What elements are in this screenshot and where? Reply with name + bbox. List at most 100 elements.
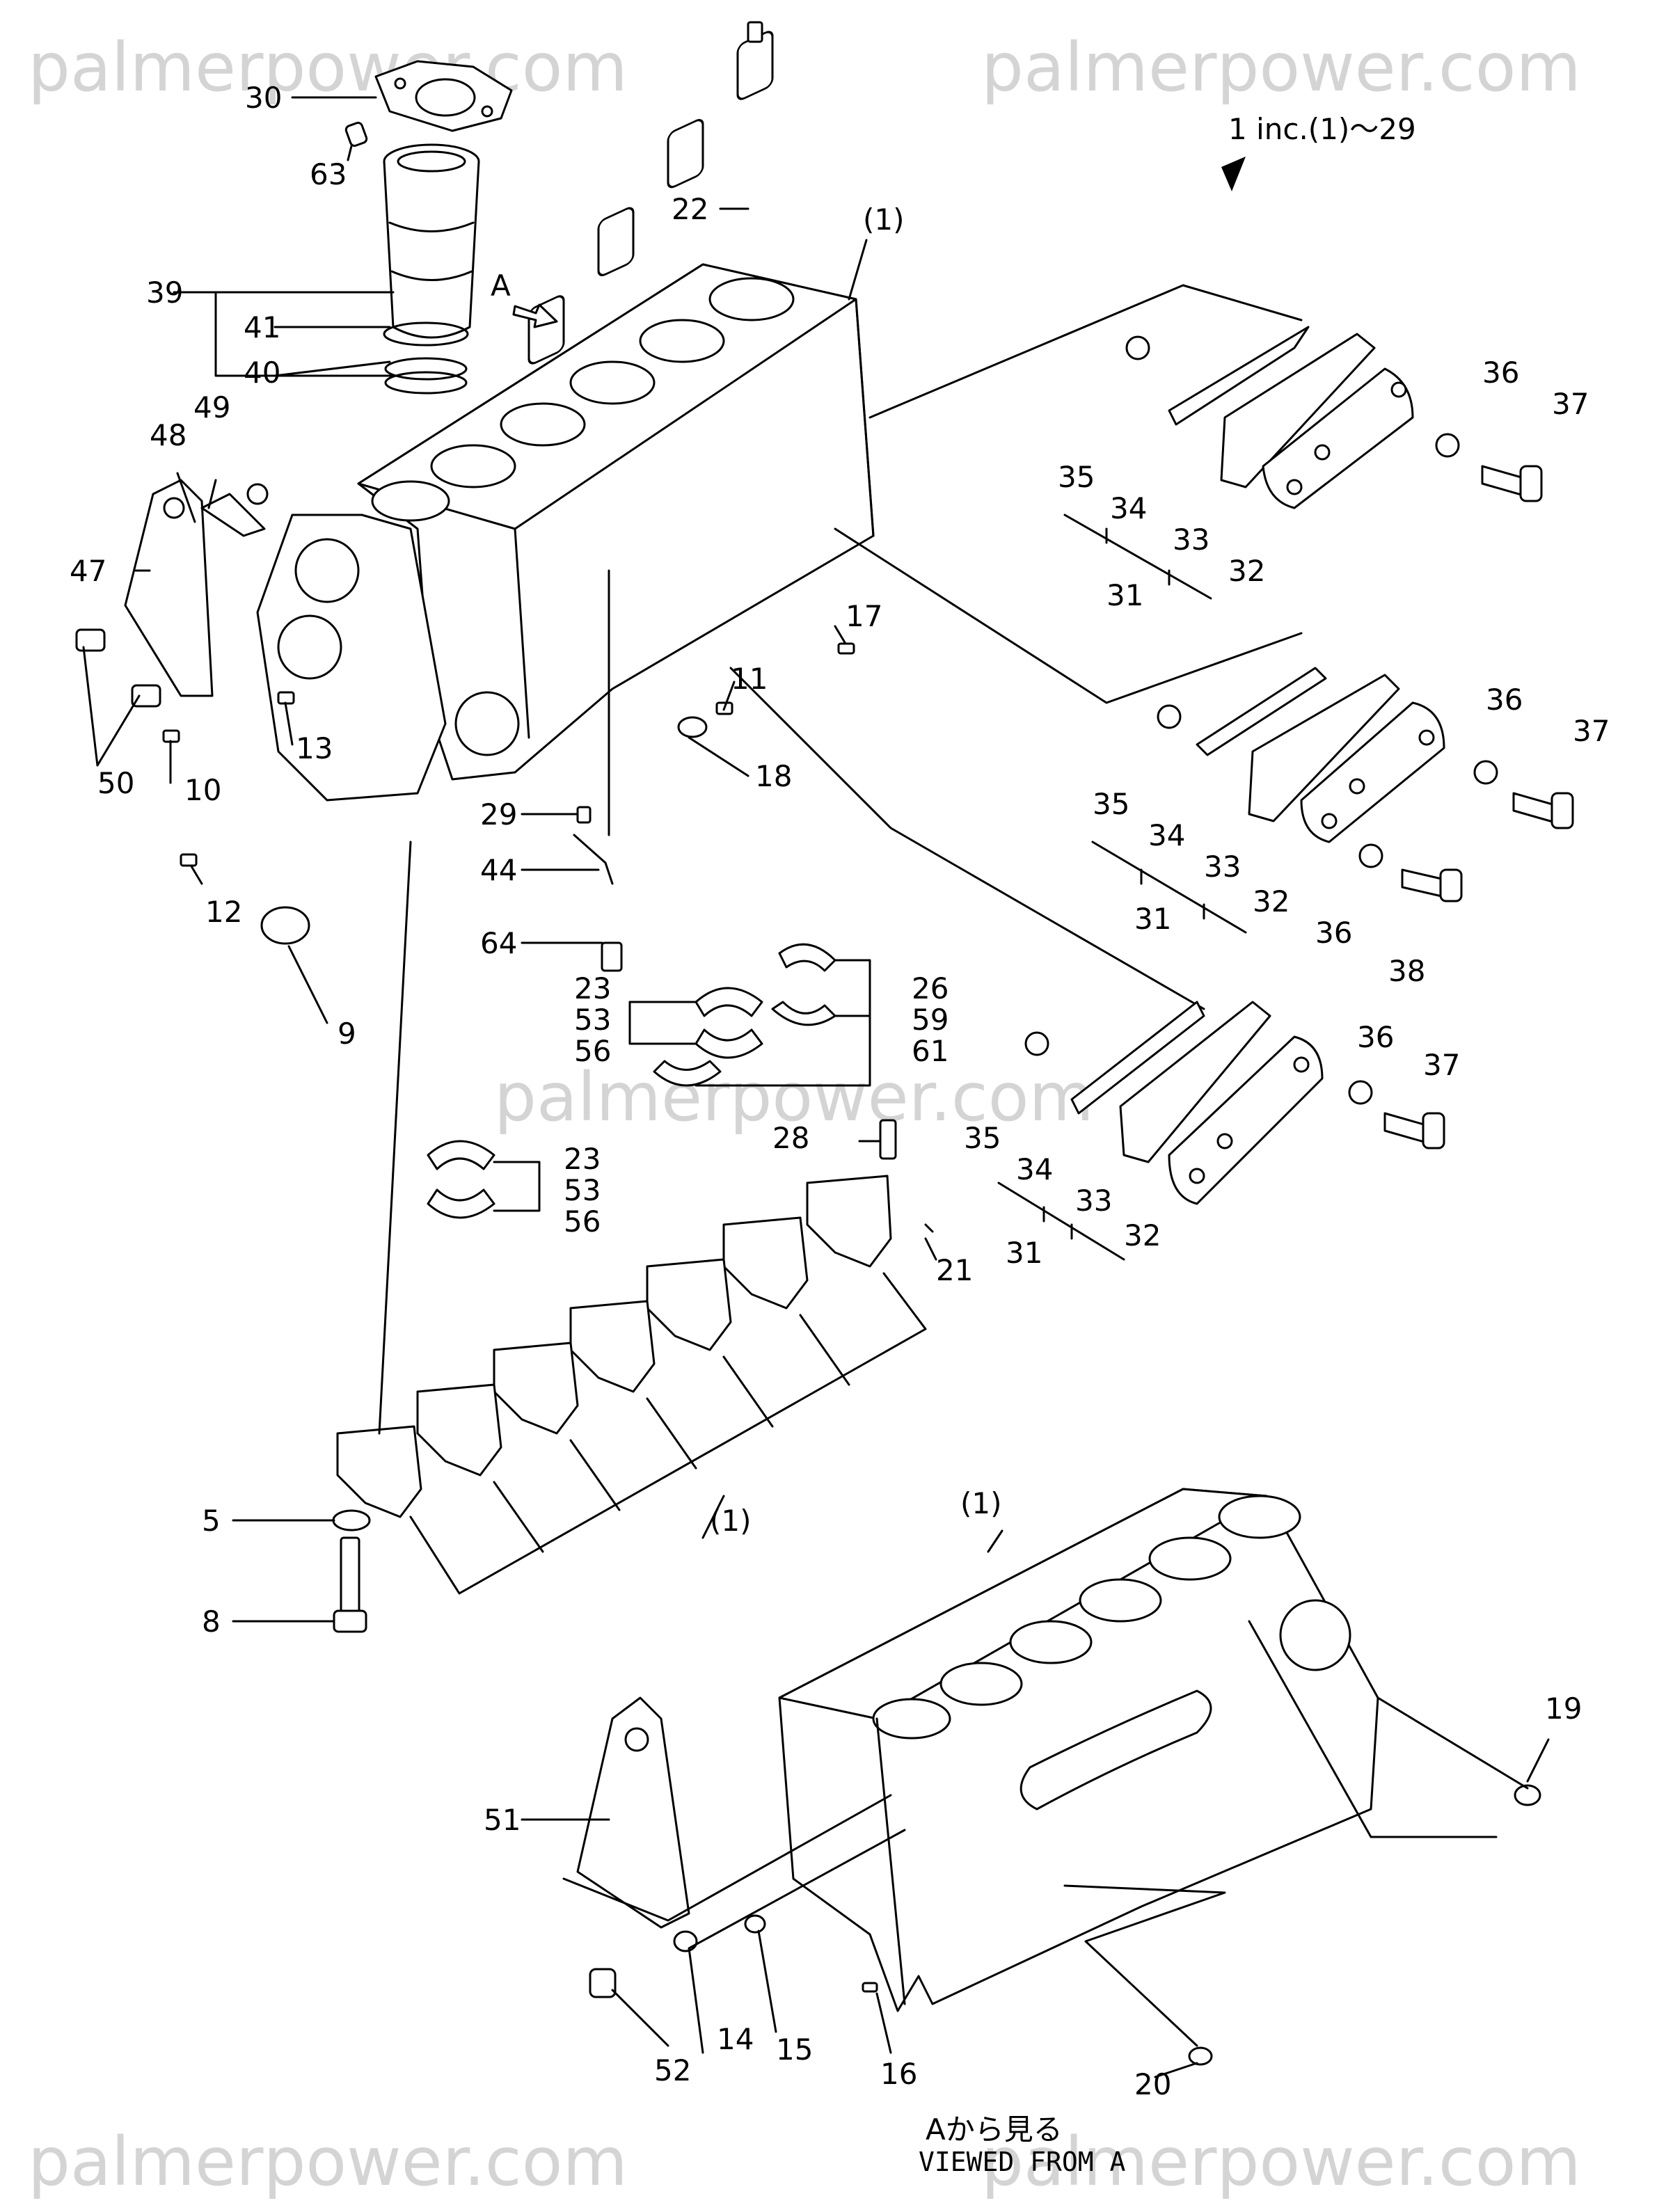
callout-59: 59	[912, 1003, 949, 1037]
callout-13: 13	[296, 731, 333, 765]
callout-32-a: 32	[1228, 554, 1265, 588]
callout-37-a: 37	[1552, 387, 1589, 421]
callout-23-a: 23	[574, 971, 611, 1005]
callout-28: 28	[772, 1121, 809, 1155]
callout-53-a: 53	[574, 1003, 611, 1037]
callout-36-a: 36	[1482, 356, 1519, 390]
callout-39: 39	[146, 276, 183, 310]
callout-31-c: 31	[1006, 1236, 1042, 1270]
plug-9	[260, 906, 310, 945]
callout-38: 38	[1388, 954, 1425, 988]
callout-52: 52	[654, 2053, 691, 2087]
callout-37-b: 37	[1573, 714, 1610, 748]
callout-61: 61	[912, 1034, 949, 1068]
callout-36-d: 36	[1357, 1020, 1394, 1054]
callout-22: 22	[672, 192, 708, 226]
callout-26: 26	[912, 971, 949, 1005]
callout-32-c: 32	[1124, 1218, 1161, 1252]
callout-50: 50	[97, 766, 134, 800]
cylinder-liner	[383, 143, 480, 339]
dowel-28	[879, 1119, 897, 1160]
head-gasket	[374, 60, 513, 132]
callout-48: 48	[150, 418, 187, 452]
watermark-top-right: palmerpower.com	[981, 29, 1581, 106]
callout-36-b: 36	[1486, 683, 1523, 717]
callout-30: 30	[245, 81, 282, 115]
view-marker-a: A	[491, 269, 511, 303]
callout-23-b: 23	[564, 1142, 601, 1176]
includes-note: 1 inc.(1)～29	[1228, 112, 1416, 146]
watermark-top-left: palmerpower.com	[28, 29, 628, 106]
callout-37-c: 37	[1423, 1048, 1460, 1082]
callout-1-bot: (1)	[960, 1486, 1002, 1520]
bearing-set-upper	[628, 943, 871, 1087]
callout-63: 63	[310, 157, 347, 191]
callout-49: 49	[193, 390, 230, 424]
watermark-center: palmerpower.com	[494, 1058, 1094, 1136]
callout-31-b: 31	[1134, 902, 1171, 936]
pin-63	[344, 121, 368, 148]
callout-9: 9	[338, 1017, 356, 1051]
main-bearing-caps	[336, 1175, 934, 1595]
callout-15: 15	[776, 2032, 813, 2067]
callout-17: 17	[846, 599, 882, 633]
watermark-bottom-right: palmerpower.com	[981, 2123, 1581, 2201]
side-cover-group-1	[868, 284, 1543, 600]
callout-47: 47	[70, 554, 106, 588]
callout-34-a: 34	[1110, 491, 1147, 525]
callout-51: 51	[484, 1803, 521, 1837]
callout-8: 8	[202, 1605, 221, 1639]
callout-16: 16	[880, 2057, 917, 2091]
callout-34-b: 34	[1148, 818, 1185, 852]
callout-33-a: 33	[1173, 523, 1209, 557]
watermark-bottom-left: palmerpower.com	[28, 2123, 628, 2201]
callout-33-b: 33	[1204, 850, 1241, 884]
callout-64: 64	[480, 926, 517, 960]
callout-35-a: 35	[1058, 460, 1095, 494]
callout-44: 44	[480, 853, 517, 887]
bearing-set-lower	[427, 1140, 541, 1219]
lower-leaders	[521, 1529, 1550, 2078]
callout-56-b: 56	[564, 1204, 601, 1239]
callout-31-a: 31	[1106, 578, 1143, 612]
side-cover-group-2	[834, 527, 1574, 934]
small-bolts	[162, 21, 855, 867]
view-caption-en: VIEWED FROM A	[919, 2147, 1126, 2177]
callout-56-a: 56	[574, 1034, 611, 1068]
callout-40: 40	[244, 356, 280, 390]
callout-18: 18	[755, 759, 792, 793]
bolt-8	[333, 1536, 367, 1633]
callout-29: 29	[480, 797, 517, 832]
callout-11: 11	[731, 662, 768, 696]
bolt-49	[246, 483, 269, 505]
callout-1-mid: (1)	[710, 1504, 752, 1538]
callout-41: 41	[244, 310, 280, 344]
bracket-47	[124, 479, 214, 697]
view-caption-jp: Aから見る	[926, 2112, 1063, 2147]
callout-1-top: (1)	[863, 202, 905, 237]
callout-10: 10	[184, 773, 221, 807]
cylinder-block-main	[357, 31, 875, 781]
bolts-50	[75, 628, 161, 708]
bracket-51	[576, 1696, 690, 1929]
callout-33-c: 33	[1075, 1184, 1112, 1218]
callout-35-c: 35	[964, 1121, 1001, 1155]
washer-5	[332, 1509, 371, 1531]
clip-48	[200, 493, 266, 537]
callout-19: 19	[1545, 1692, 1582, 1726]
bearing-leaders	[232, 841, 937, 1623]
callout-21: 21	[936, 1253, 973, 1287]
side-cover-group-3	[729, 667, 1445, 1261]
callout-35-b: 35	[1093, 787, 1129, 821]
view-arrow-a	[512, 303, 558, 328]
callout-34-c: 34	[1016, 1152, 1053, 1186]
callout-12: 12	[205, 895, 242, 929]
callout-20: 20	[1134, 2067, 1171, 2101]
callout-36-c: 36	[1315, 916, 1352, 950]
lower-parts	[589, 1784, 1541, 2066]
plug-18	[677, 716, 708, 738]
liner-rings	[383, 321, 469, 395]
block-front-plate	[256, 514, 520, 802]
oil-jet-44	[573, 806, 623, 972]
